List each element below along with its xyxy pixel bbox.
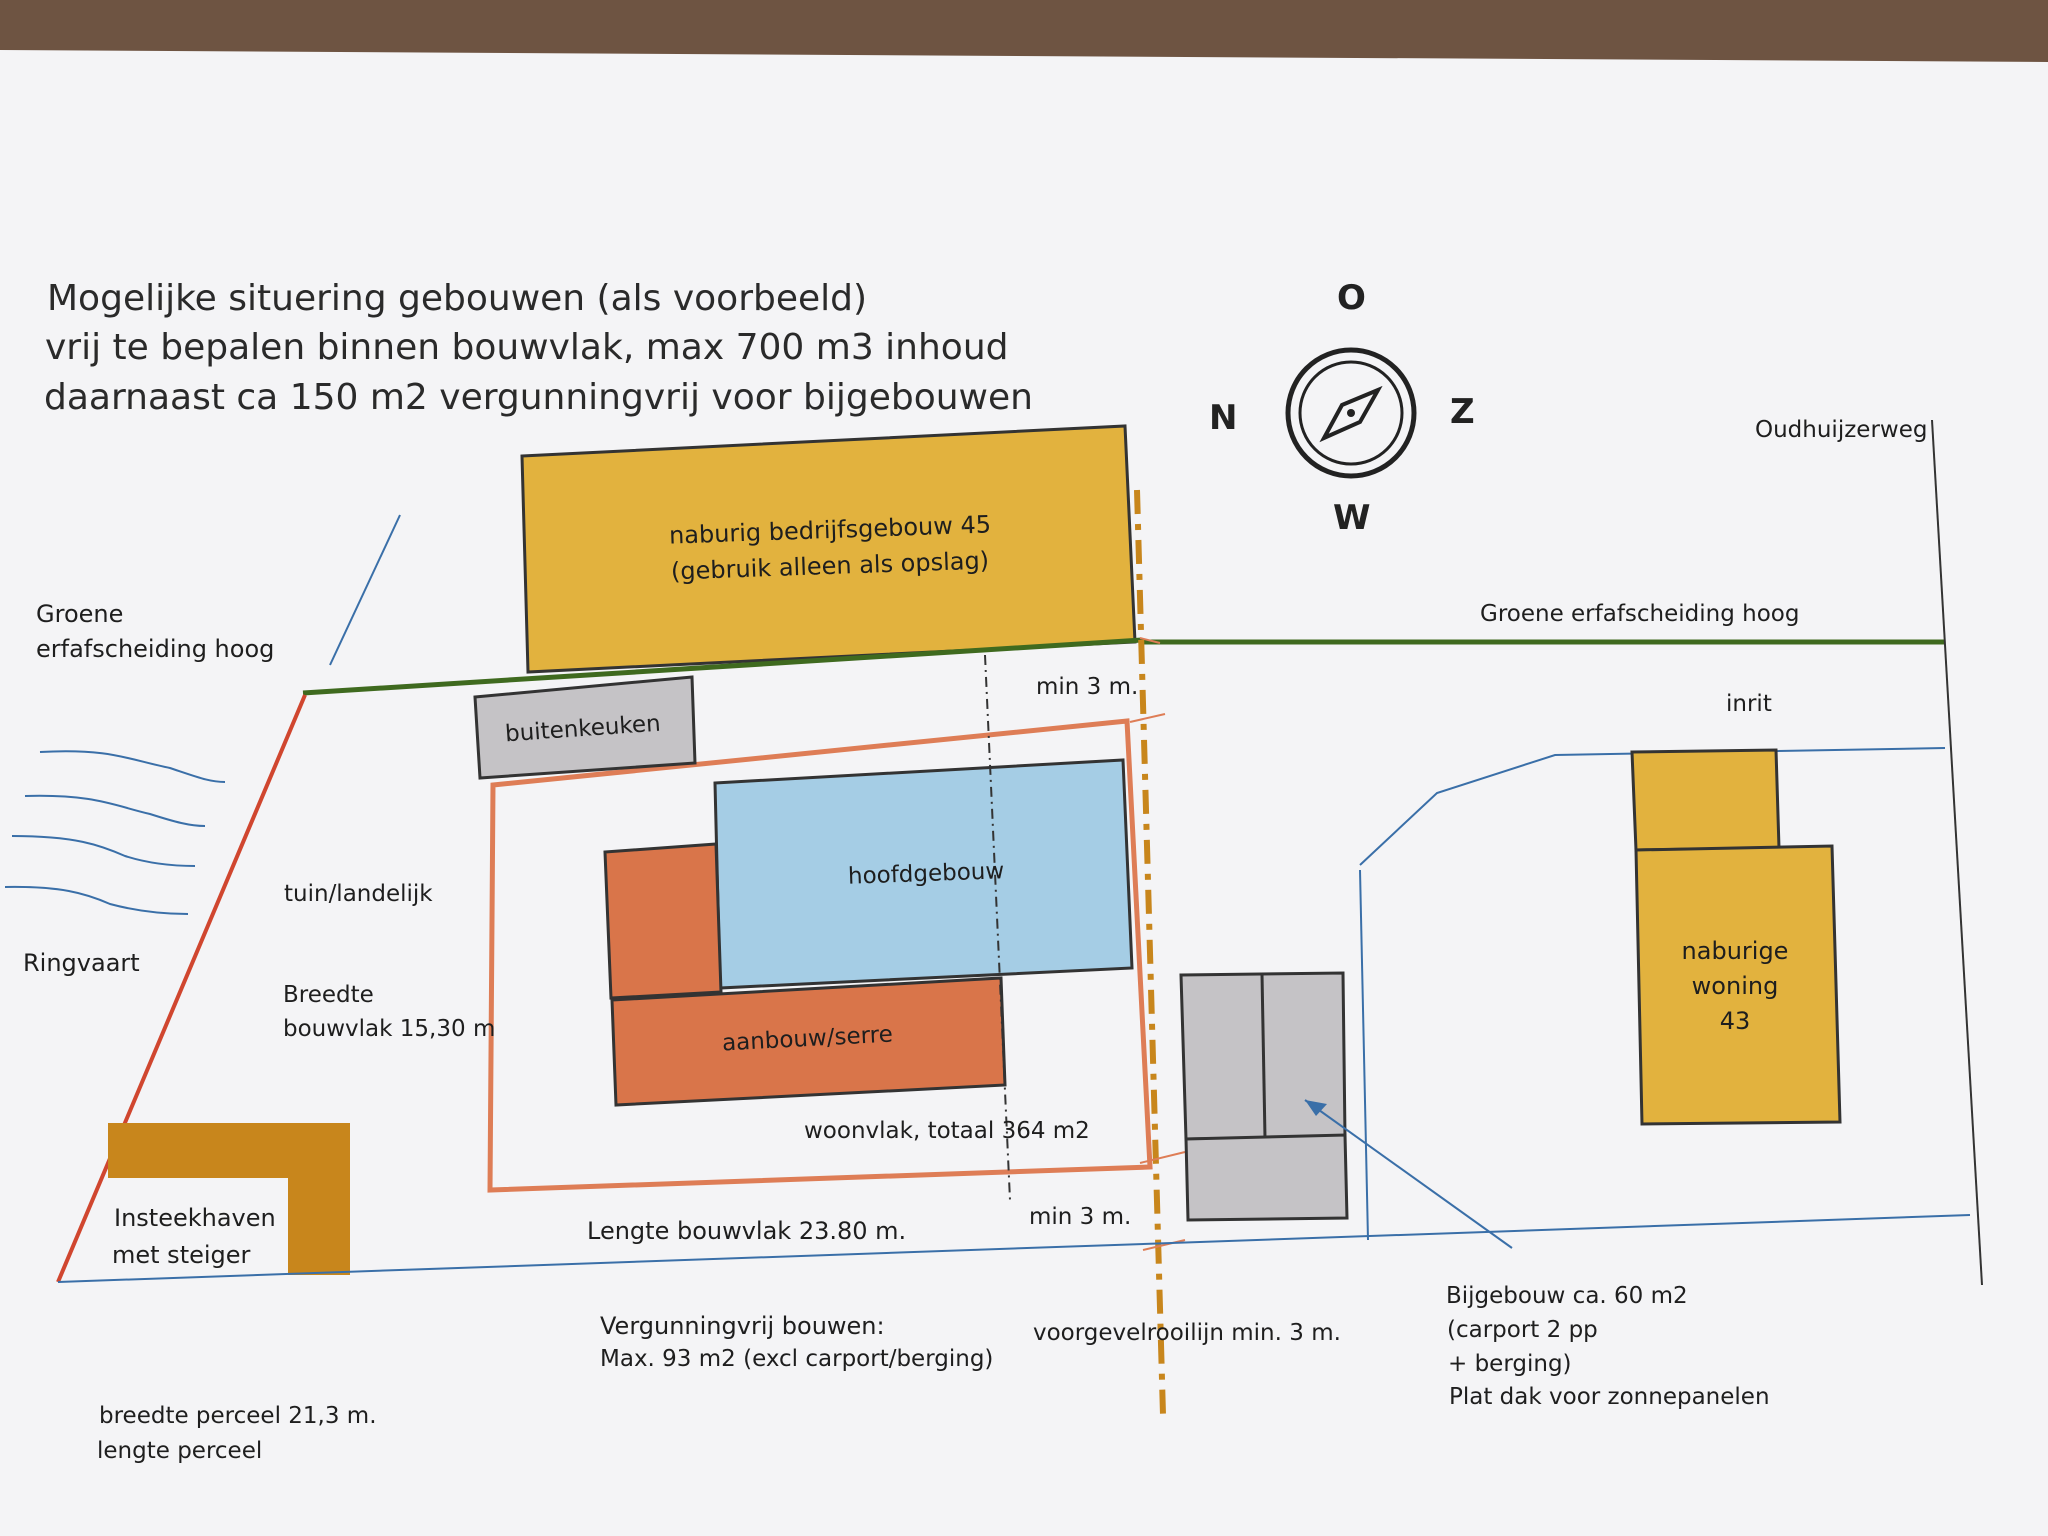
title-line-2: vrij te bepalen binnen bouwvlak, max 700… <box>45 327 1009 368</box>
green-hedge-left <box>302 637 1143 696</box>
annex-leader-line <box>1304 1099 1513 1249</box>
extension-serre <box>610 976 1007 1107</box>
compass-left-letter: N <box>1209 398 1238 438</box>
harbor-label-2: met steiger <box>112 1241 251 1269</box>
tick-mark-2 <box>1129 713 1166 723</box>
width-label-2: bouwvlak 15,30 m <box>283 1016 496 1042</box>
annex-storage <box>1184 1133 1349 1222</box>
canal-label: Ringvaart <box>23 949 140 977</box>
diagonal-line <box>329 514 401 666</box>
harbor-label-1: Insteekhaven <box>114 1204 276 1232</box>
annex-label-4: Plat dak voor zonnepanelen <box>1449 1384 1770 1410</box>
compass-top-letter: O <box>1337 278 1366 318</box>
title-line-3: daarnaast ca 150 m2 vergunningvrij voor … <box>44 377 1033 418</box>
outdoor-kitchen <box>473 675 697 780</box>
water-wave-1 <box>39 750 226 783</box>
annex-label-3: + berging) <box>1448 1351 1572 1377</box>
permit-free-label-1: Vergunningvrij bouwen: <box>600 1312 885 1340</box>
harbor-jetty <box>108 1123 350 1275</box>
plot-front-line <box>57 1214 1971 1283</box>
tick-mark-3 <box>1139 1151 1186 1164</box>
annex-label-2: (carport 2 pp <box>1447 1317 1598 1343</box>
road-edge-line <box>1931 419 1983 1286</box>
arrow-head <box>1305 1100 1327 1116</box>
min-distance-bottom: min 3 m. <box>1029 1204 1132 1230</box>
neighbor-house <box>1634 844 1842 1126</box>
center-axis-line <box>984 654 1011 1201</box>
main-building-label: hoofdgebouw <box>847 858 1005 890</box>
annex-label-1: Bijgebouw ca. 60 m2 <box>1446 1283 1688 1309</box>
extension-left <box>603 842 723 1000</box>
min-distance-top: min 3 m. <box>1036 674 1139 700</box>
plot-width-label: breedte perceel 21,3 m. <box>99 1403 377 1429</box>
driveway-label: inrit <box>1726 691 1772 717</box>
length-label: Lengte bouwvlak 23.80 m. <box>587 1217 907 1245</box>
road-label: Oudhuijzerweg <box>1755 417 1928 443</box>
neighbor-house-top <box>1630 748 1781 852</box>
annex-divider <box>1260 973 1267 1139</box>
water-wave-3 <box>11 835 196 867</box>
compass-bottom-letter: W <box>1333 498 1371 538</box>
width-label-1: Breedte <box>283 982 374 1008</box>
facade-line <box>1134 489 1166 1416</box>
water-wave-4 <box>4 885 189 915</box>
garden-label: tuin/landelijk <box>284 881 433 907</box>
hedge-left-label-1: Groene <box>36 600 124 628</box>
facade-line-label: voorgevelrooilijn min. 3 m. <box>1033 1320 1341 1346</box>
tick-mark-1 <box>1139 637 1161 644</box>
living-area-label: woonvlak, totaal 364 m2 <box>804 1118 1090 1144</box>
neighbor-house-label-2: woning <box>1691 972 1779 1000</box>
hedge-left-label-2: erfafscheiding hoog <box>36 635 275 663</box>
building-plot-outline <box>487 718 1153 1193</box>
driveway-side-line <box>1359 869 1369 1241</box>
permit-free-label-2: Max. 93 m2 (excl carport/berging) <box>600 1346 994 1372</box>
water-wave-2 <box>24 794 206 827</box>
neighbor-house-label-1: naburige <box>1681 937 1789 965</box>
canal-plot-edge <box>56 694 307 1283</box>
neighbor-house-label-3: 43 <box>1719 1007 1751 1035</box>
hedge-right-label: Groene erfafscheiding hoog <box>1480 601 1800 627</box>
compass-right-letter: Z <box>1450 392 1475 432</box>
title-line-1: Mogelijke situering gebouwen (als voorbe… <box>47 278 868 319</box>
plot-length-label: lengte perceel <box>97 1438 263 1464</box>
compass-icon <box>1285 347 1417 479</box>
tick-mark-4 <box>1142 1239 1186 1251</box>
